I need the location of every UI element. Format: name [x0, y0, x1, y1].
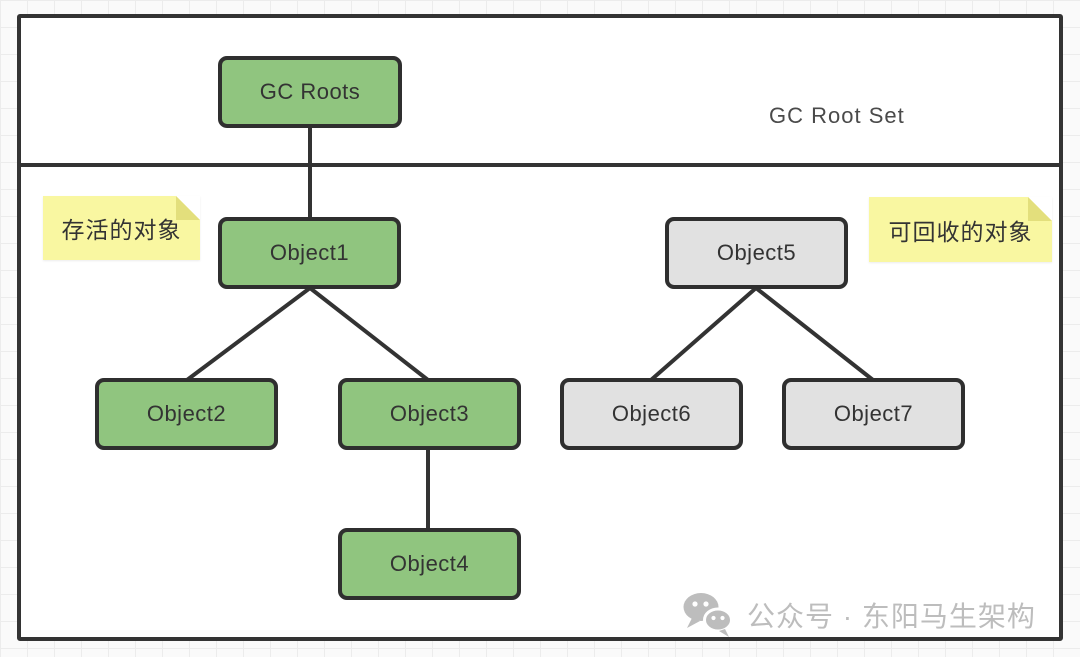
watermark: 公众号 · 东阳马生架构 [681, 590, 1036, 640]
node-object7-label: Object7 [833, 401, 914, 426]
watermark-text: 公众号 · 东阳马生架构 [747, 601, 1036, 632]
node-object5: Object5 [665, 217, 848, 289]
node-object7: Object7 [782, 378, 965, 450]
node-object1: Object1 [218, 217, 401, 289]
note-collectable-objects-label: 可回收的对象 [888, 218, 1033, 245]
node-object2-label: Object2 [146, 401, 227, 426]
node-object1-label: Object1 [269, 240, 350, 265]
node-object4: Object4 [338, 528, 521, 600]
node-object6: Object6 [560, 378, 743, 450]
node-object3-label: Object3 [389, 401, 470, 426]
section-divider [17, 163, 1063, 167]
node-object2: Object2 [95, 378, 278, 450]
node-object5-label: Object5 [716, 240, 797, 265]
node-object4-label: Object4 [389, 551, 470, 576]
node-object6-label: Object6 [611, 401, 692, 426]
node-object3: Object3 [338, 378, 521, 450]
gc-root-set-label: GC Root Set [769, 103, 905, 128]
wechat-icon [683, 593, 733, 637]
node-gc-roots-label: GC Roots [259, 79, 361, 104]
note-collectable-objects: 可回收的对象 [869, 197, 1052, 262]
note-live-objects-label: 存活的对象 [61, 217, 182, 243]
note-live-objects: 存活的对象 [43, 196, 200, 260]
diagram-frame [17, 14, 1063, 641]
node-gc-roots: GC Roots [218, 56, 402, 128]
